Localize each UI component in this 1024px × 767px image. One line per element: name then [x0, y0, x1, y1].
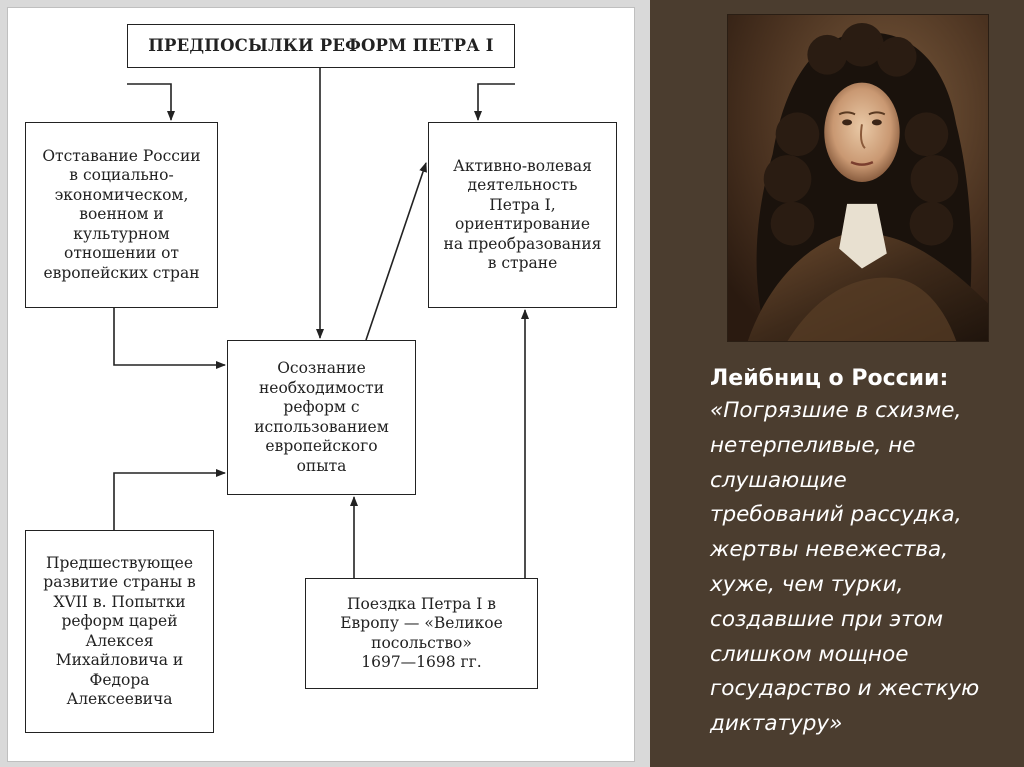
portrait-of-leibniz-icon [727, 14, 989, 342]
quote-heading: Лейбниц о России: [710, 366, 949, 391]
box-previous-development: Предшествующее развитие страны в XVII в.… [25, 530, 214, 733]
diagram-panel: ПРЕДПОСЫЛКИ РЕФОРМ ПЕТРА I Отставание Ро… [0, 0, 650, 767]
quote-block: Лейбниц о России: «Погрязшие в схизме, н… [710, 364, 1020, 742]
box-awareness-of-reforms: Осознание необходимости реформ с использ… [227, 340, 416, 495]
quote-text: «Погрязшие в схизме, нетерпеливые, не сл… [710, 398, 980, 737]
box-lag-of-russia: Отставание России в социально- экономиче… [25, 122, 218, 308]
box-great-embassy: Поездка Петра I в Европу — «Великое посо… [305, 578, 538, 689]
diagram-title: ПРЕДПОСЫЛКИ РЕФОРМ ПЕТРА I [127, 24, 515, 68]
box-active-volitional-activity: Активно-волевая деятельность Петра I, ор… [428, 122, 617, 308]
